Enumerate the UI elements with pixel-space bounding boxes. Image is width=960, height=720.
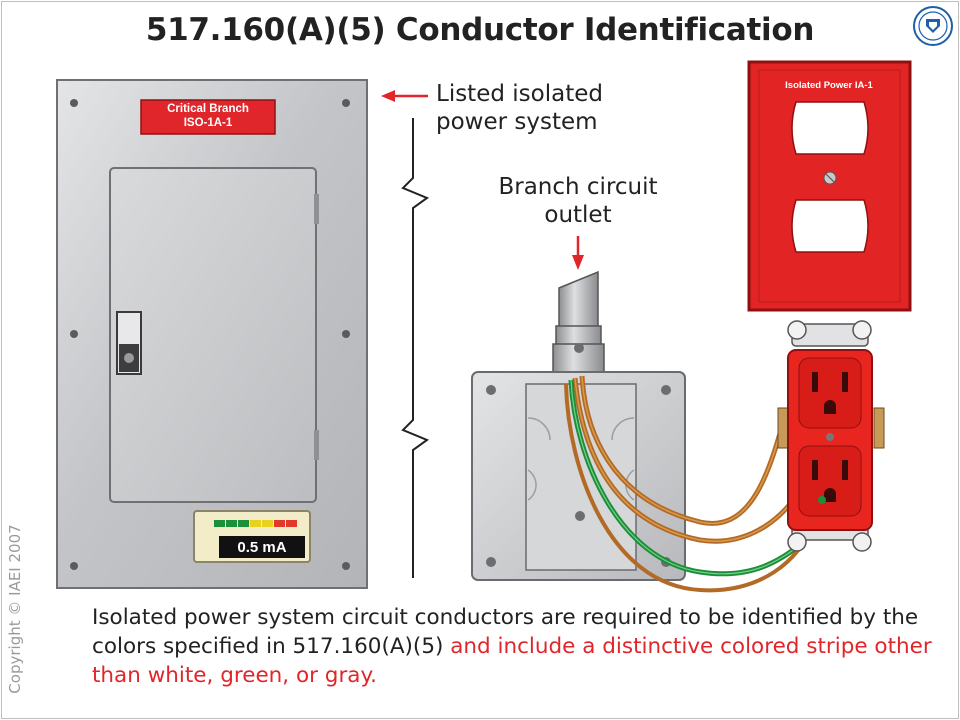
break-line [401,118,430,578]
monitor-readout: 0.5 mA [237,539,287,556]
caption-red: and include a distinctive colored stripe… [92,634,932,688]
caption-black: Isolated power system circuit conductors… [92,605,919,659]
slide-title: 517.160(A)(5) Conductor Identification [145,12,815,48]
wall-plate-label: Isolated Power IA-1 [785,80,873,91]
isolated-power-panel [56,79,368,589]
iaei-seal-icon [913,6,953,46]
callout-outlet-text: Branch circuit outlet [498,173,658,229]
callout-arrow-panel [381,90,428,102]
conductors [564,375,814,593]
panel-label-line-1: Critical Branch [167,103,249,115]
panel-label-line-2: ISO-1A-1 [183,117,233,129]
door-latch-icon [116,311,142,375]
copyright-notice: Copyright © IAEI 2007 [6,524,24,694]
callout-panel-text: Listed isolated power system [436,80,603,136]
conduit [552,270,605,373]
panel-identification-label: Critical Branch ISO-1A-1 [143,100,273,132]
callout-outlet-line-2: outlet [544,202,612,228]
callout-outlet-line-1: Branch circuit [498,174,658,200]
caption: Isolated power system circuit conductors… [92,603,952,690]
callout-panel-line-2: power system [436,109,598,135]
callout-panel-line-1: Listed isolated [436,81,603,107]
callout-arrow-outlet [572,236,584,270]
line-isolation-monitor [193,510,311,563]
red-receptacle [777,320,885,552]
isolated-power-wall-plate [747,60,912,312]
panel-screw-icons [70,99,350,570]
